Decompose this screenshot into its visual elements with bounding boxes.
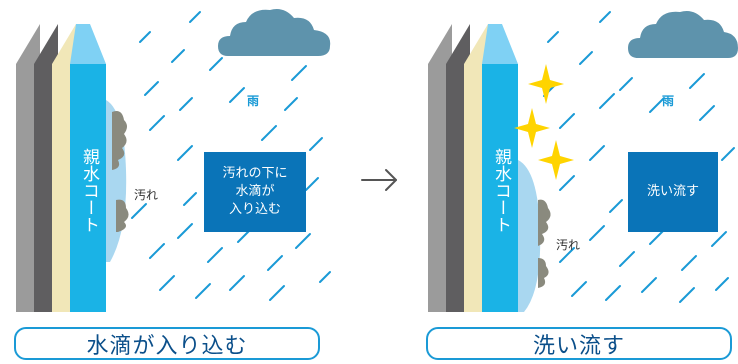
left-panel — [16, 9, 331, 312]
dirt-label-left: 汚れ — [134, 188, 159, 202]
coat-label-right: 親水コート — [491, 148, 511, 233]
arrow-icon — [361, 169, 397, 191]
coat-top-left — [70, 24, 106, 64]
dirt-right — [538, 199, 551, 288]
rain-streaks-right — [543, 11, 735, 303]
caption-left: 水滴が入り込む — [14, 327, 320, 360]
info-box-left: 汚れの下に 水滴が 入り込む — [204, 152, 306, 232]
water-film-right — [518, 160, 541, 312]
dirt-left — [112, 111, 129, 232]
cloud-left — [218, 9, 331, 56]
sparkle-icons — [514, 64, 574, 180]
coat-layer-left — [70, 64, 106, 312]
rain-label-right: 雨 — [662, 94, 675, 108]
dirt-label-right: 汚れ — [556, 238, 581, 252]
cloud-right — [628, 11, 738, 58]
info-box-right: 洗い流す — [628, 152, 718, 232]
coat-layer-right — [482, 64, 518, 312]
sparkle-icon — [514, 108, 550, 148]
caption-right: 洗い流す — [426, 327, 732, 360]
coat-label-left: 親水コート — [79, 148, 99, 233]
sparkle-icon — [528, 64, 564, 104]
rain-label-left: 雨 — [247, 94, 260, 108]
sparkle-icon — [538, 140, 574, 180]
right-panel — [428, 11, 738, 312]
coat-top-right — [482, 24, 518, 64]
